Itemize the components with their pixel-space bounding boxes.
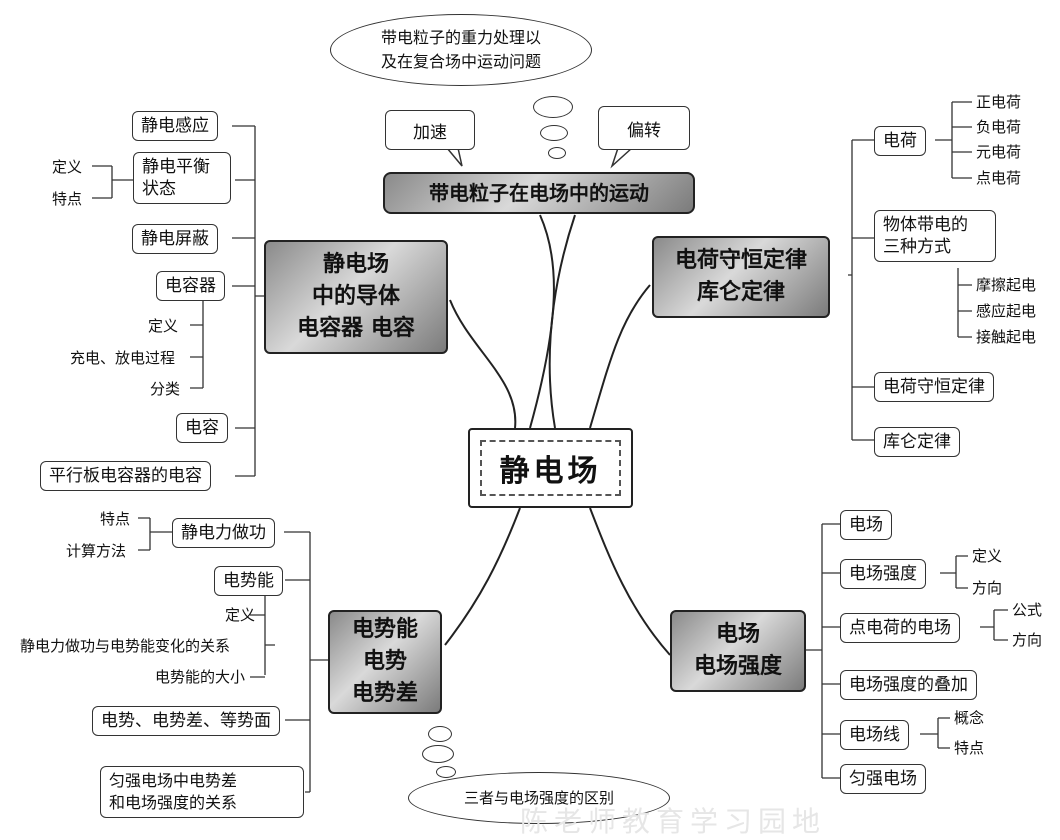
leaf-friction-charging: 摩擦起电 — [976, 276, 1037, 294]
leaf-point-charge: 点电荷 — [976, 169, 1022, 187]
node-uniform-field: 匀强电场 — [840, 764, 926, 794]
node-uniform-field-relation: 匀强电场中电势差 和电场强度的关系 — [100, 766, 304, 818]
callout-accelerate-label: 加速 — [413, 122, 447, 143]
leaf-calculation-method: 计算方法 — [66, 542, 127, 560]
node-electric-force-work: 静电力做功 — [172, 518, 275, 548]
leaf-capacitor-definition: 定义 — [148, 317, 179, 335]
hub-conductor-line1: 静电场 — [322, 252, 389, 277]
bubble-top-line2: 及在复合场中运动问题 — [380, 52, 541, 71]
leaf-strength-definition: 定义 — [972, 547, 1003, 565]
leaf-point-direction: 方向 — [1012, 631, 1043, 649]
leaf-formula: 公式 — [1012, 601, 1043, 619]
leaf-contact-charging: 接触起电 — [976, 328, 1037, 346]
thought-dot — [422, 745, 454, 763]
leaf-work-pe-relation: 静电力做功与电势能变化的关系 — [20, 637, 231, 655]
node-point-charge-field: 点电荷的电场 — [840, 613, 960, 643]
node-electrostatic-shielding: 静电屏蔽 — [132, 224, 218, 254]
hub-conductor-line2: 中的导体 — [311, 284, 400, 309]
node-capacitor: 电容器 — [156, 271, 225, 301]
leaf-strength-direction: 方向 — [972, 579, 1003, 597]
hub-potential-line3: 电势差 — [351, 681, 418, 706]
node-electrostatic-induction: 静电感应 — [132, 111, 218, 141]
leaf-lines-feature: 特点 — [954, 739, 985, 757]
node-field-strength: 电场强度 — [840, 559, 926, 589]
leaf-elementary-charge: 元电荷 — [976, 143, 1022, 161]
node-capacitance: 电容 — [176, 413, 228, 443]
leaf-definition: 定义 — [52, 158, 83, 176]
node-field-superposition: 电场强度的叠加 — [840, 670, 977, 700]
thought-bubble-bottom: 三者与电场强度的区别 — [408, 772, 670, 824]
leaf-pe-definition: 定义 — [225, 606, 256, 624]
node-methods-line2: 三种方式 — [883, 237, 951, 257]
callout-accelerate: 加速 — [385, 110, 475, 150]
thought-dot — [548, 147, 566, 159]
node-potential-energy: 电势能 — [214, 566, 283, 596]
leaf-negative-charge: 负电荷 — [976, 118, 1022, 136]
node-potential-equipotential: 电势、电势差、等势面 — [92, 706, 280, 736]
hub-charge-line1: 电荷守恒定律 — [674, 248, 807, 273]
watermark: 陈老师教育学习园地 — [520, 805, 827, 838]
node-methods-line1: 物体带电的 — [883, 215, 968, 235]
hub-electric-field: 电场 电场强度 — [670, 610, 806, 692]
bubble-top-line1: 带电粒子的重力处理以 — [380, 28, 541, 47]
central-topic: 静电场 — [468, 428, 633, 508]
node-charge: 电荷 — [874, 126, 926, 156]
hub-field-line1: 电场 — [715, 622, 760, 647]
leaf-pe-magnitude: 电势能的大小 — [155, 668, 246, 686]
node-electric-field: 电场 — [840, 510, 892, 540]
hub-particle-motion: 带电粒子在电场中的运动 — [383, 172, 695, 214]
leaf-charge-discharge: 充电、放电过程 — [70, 349, 176, 367]
leaf-lines-concept: 概念 — [954, 709, 985, 727]
thought-dot — [428, 726, 452, 742]
node-equilibrium-line1: 静电平衡 — [142, 157, 210, 177]
leaf-work-feature: 特点 — [100, 510, 131, 528]
hub-potential-line1: 电势能 — [351, 617, 418, 642]
thought-dot — [436, 766, 456, 778]
thought-dot — [540, 125, 568, 141]
leaf-classification: 分类 — [150, 380, 181, 398]
hub-conductor-capacitor: 静电场 中的导体 电容器 电容 — [264, 240, 448, 354]
hub-charge-line2: 库仑定律 — [696, 280, 785, 305]
node-equilibrium-line2: 状态 — [142, 179, 176, 199]
hub-potential: 电势能 电势 电势差 — [328, 610, 442, 714]
node-field-lines: 电场线 — [840, 720, 909, 750]
node-charge-conservation-law: 电荷守恒定律 — [874, 372, 994, 402]
node-uniform-relation-line2: 和电场强度的关系 — [109, 793, 238, 812]
hub-potential-line2: 电势 — [362, 649, 407, 674]
node-parallel-plate-capacitance: 平行板电容器的电容 — [40, 461, 211, 491]
leaf-positive-charge: 正电荷 — [976, 93, 1022, 111]
node-uniform-relation-line1: 匀强电场中电势差 — [109, 771, 238, 790]
node-three-charging-methods: 物体带电的 三种方式 — [874, 210, 996, 262]
central-topic-label: 静电场 — [480, 440, 621, 496]
thought-dot — [533, 96, 573, 118]
leaf-induction-charging: 感应起电 — [976, 302, 1037, 320]
hub-field-line2: 电场强度 — [693, 654, 782, 679]
node-coulomb-law: 库仑定律 — [874, 427, 960, 457]
leaf-feature: 特点 — [52, 190, 83, 208]
hub-charge-conservation: 电荷守恒定律 库仑定律 — [652, 236, 830, 318]
bubble-bottom-label: 三者与电场强度的区别 — [463, 789, 614, 807]
callout-deflect: 偏转 — [598, 106, 690, 150]
hub-particle-motion-label: 带电粒子在电场中的运动 — [429, 181, 649, 205]
hub-conductor-line3: 电容器 电容 — [297, 316, 415, 341]
thought-bubble-top: 带电粒子的重力处理以 及在复合场中运动问题 — [330, 14, 592, 86]
callout-deflect-label: 偏转 — [627, 120, 661, 141]
node-electrostatic-equilibrium: 静电平衡 状态 — [133, 152, 231, 204]
